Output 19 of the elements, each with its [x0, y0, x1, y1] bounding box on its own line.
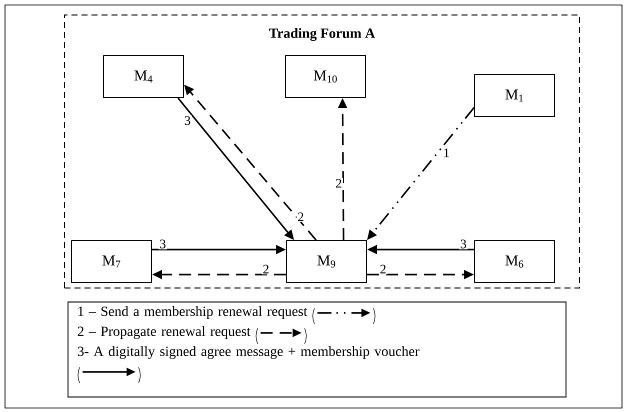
edge-label: 2	[336, 178, 342, 188]
edge-label: 3	[184, 116, 190, 125]
member-box: M$_{4}$	[103, 55, 184, 98]
edge-label: 2	[298, 212, 304, 222]
legend-label: 1 – Send a membership renewal request	[78, 306, 308, 319]
member-box: M$_{7}$	[71, 240, 152, 283]
edge-label: 2	[380, 264, 386, 274]
legend-label: 2 – Propagate renewal request	[78, 326, 251, 339]
forum-box	[64, 14, 580, 288]
member-box: M$_{6}$	[474, 240, 555, 283]
edge-label: 3	[160, 240, 166, 248]
member-box: M$_{9}$	[286, 240, 367, 283]
legend-label: 3- A digitally signed agree message + membership voucher	[78, 346, 420, 359]
edge-label: 2	[263, 264, 269, 274]
member-box: M$_{10}$	[285, 55, 366, 98]
forum-title: Trading Forum A	[269, 28, 376, 41]
edge-label: 1	[444, 148, 449, 158]
edge-label: 3	[460, 240, 466, 248]
member-box: M$_{1}$	[474, 74, 555, 117]
